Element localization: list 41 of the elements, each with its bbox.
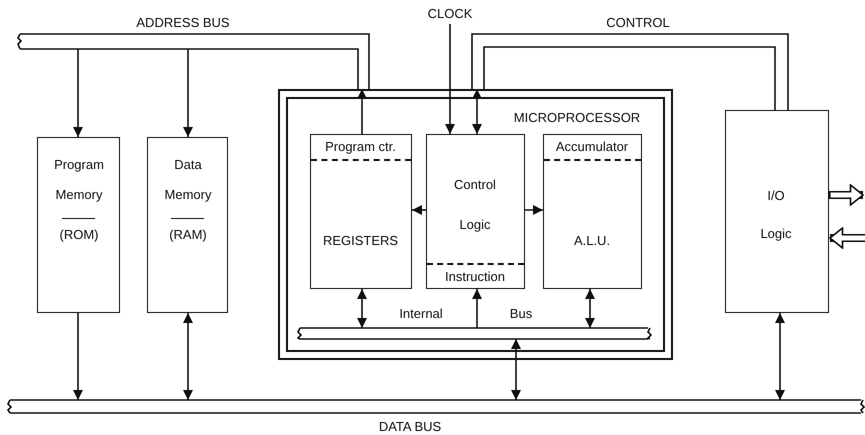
io-logic-block <box>725 110 829 313</box>
bus-label: ADDRESS BUS <box>135 15 231 31</box>
block-arrow <box>829 184 864 206</box>
arrow <box>775 313 785 400</box>
arrow <box>525 205 543 215</box>
block-label: Program Memory <box>53 156 105 204</box>
signal-label: CLOCK <box>426 6 474 22</box>
block-label: Control Logic <box>453 176 497 234</box>
block-label: (ROM) <box>58 226 100 244</box>
arrow <box>511 339 521 400</box>
arrow <box>357 89 367 134</box>
arrow <box>183 313 193 400</box>
block-label: Data Memory <box>164 156 212 204</box>
microprocessor-frame <box>278 89 673 360</box>
bus-label: Bus <box>508 306 534 322</box>
arrow <box>585 289 595 328</box>
arrow <box>445 24 455 134</box>
control-logic-block <box>426 134 525 289</box>
register-block <box>310 134 412 289</box>
memory-block <box>147 137 228 313</box>
block-arrow <box>829 227 865 249</box>
block-label: (RAM) <box>168 226 208 244</box>
bus-label: Internal <box>398 306 444 322</box>
arrow <box>73 49 83 137</box>
arrow <box>73 313 83 400</box>
arrow <box>472 89 482 134</box>
arrow <box>183 49 193 137</box>
frame-label: MICROPROCESSOR <box>512 109 642 127</box>
block-label: A.L.U. <box>572 232 612 250</box>
memory-block <box>37 137 120 313</box>
arrow <box>472 289 482 328</box>
arrow <box>357 289 367 328</box>
block-label: Program ctr. <box>324 138 397 156</box>
bus-label: DATA BUS <box>378 419 442 435</box>
block-label: Instruction <box>444 268 506 286</box>
alu-block <box>543 134 642 289</box>
bus-label: CONTROL <box>605 15 671 31</box>
block-label: REGISTERS <box>322 232 400 250</box>
block-label: Accumulator <box>554 138 630 156</box>
arrow <box>412 205 426 215</box>
block-label: I/O Logic <box>759 187 793 243</box>
